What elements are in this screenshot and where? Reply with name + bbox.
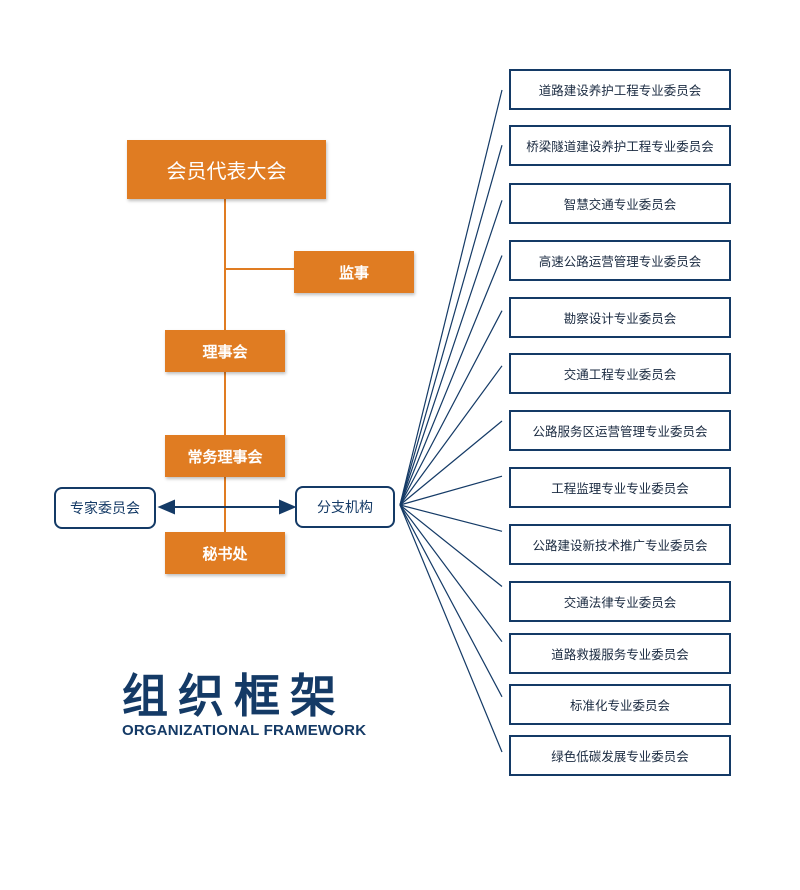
arrow-left-icon — [157, 499, 175, 515]
branch-link-line — [399, 504, 503, 698]
committee-box: 高速公路运营管理专业委员会 — [509, 240, 731, 281]
committee-box: 标准化专业委员会 — [509, 684, 731, 725]
committee-box: 桥梁隧道建设养护工程专业委员会 — [509, 125, 731, 166]
page-title: 组织框架 — [122, 669, 346, 723]
branch-link-line — [399, 310, 503, 506]
committee-box: 交通法律专业委员会 — [509, 581, 731, 622]
council-box: 理事会 — [165, 330, 285, 372]
branch-link-line — [399, 504, 503, 643]
arrow-right-icon — [279, 499, 297, 515]
committee-box: 智慧交通专业委员会 — [509, 183, 731, 224]
committee-box: 道路救援服务专业委员会 — [509, 633, 731, 674]
branch-link-line — [399, 420, 503, 506]
expert-committee-box: 专家委员会 — [54, 487, 156, 529]
committee-box: 工程监理专业专业委员会 — [509, 467, 731, 508]
branch-link-line — [399, 145, 503, 506]
branch-link-line — [399, 255, 503, 506]
branches-box: 分支机构 — [295, 486, 395, 528]
branch-link-line — [399, 504, 503, 587]
committee-box: 公路建设新技术推广专业委员会 — [509, 524, 731, 565]
committee-box: 勘察设计专业委员会 — [509, 297, 731, 338]
branch-fan-lines — [399, 89, 503, 753]
secretariat-box: 秘书处 — [165, 532, 285, 574]
branch-link-line — [399, 365, 503, 506]
branch-link-line — [399, 475, 503, 506]
supervisor-box: 监事 — [294, 251, 414, 293]
committee-box: 交通工程专业委员会 — [509, 353, 731, 394]
branch-link-line — [399, 504, 503, 753]
branch-link-line — [399, 504, 503, 532]
committee-box: 公路服务区运营管理专业委员会 — [509, 410, 731, 451]
branch-link-line — [399, 89, 503, 506]
assembly-box: 会员代表大会 — [127, 140, 326, 199]
branch-link-line — [399, 200, 503, 506]
standing-council-box: 常务理事会 — [165, 435, 285, 477]
page-subtitle: ORGANIZATIONAL FRAMEWORK — [122, 722, 367, 739]
committee-box: 绿色低碳发展专业委员会 — [509, 735, 731, 776]
committee-box: 道路建设养护工程专业委员会 — [509, 69, 731, 110]
